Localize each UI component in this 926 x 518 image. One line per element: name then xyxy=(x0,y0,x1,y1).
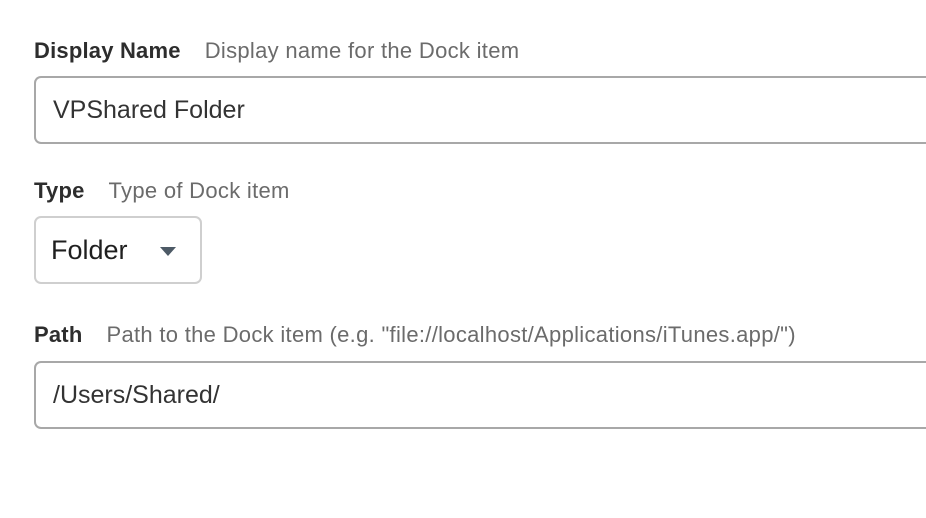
path-input[interactable] xyxy=(34,361,926,429)
path-label: Path xyxy=(34,322,83,347)
display-name-input[interactable] xyxy=(34,76,926,144)
path-description: Path to the Dock item (e.g. "file://loca… xyxy=(106,322,796,347)
display-name-label-row: Display Name Display name for the Dock i… xyxy=(34,38,519,64)
display-name-label: Display Name xyxy=(34,38,181,63)
type-select[interactable]: Folder xyxy=(34,216,202,284)
display-name-description: Display name for the Dock item xyxy=(204,38,520,63)
type-label-row: Type Type of Dock item xyxy=(34,178,290,204)
chevron-down-icon xyxy=(160,247,176,256)
type-selected-value: Folder xyxy=(51,234,128,265)
type-label: Type xyxy=(34,178,85,203)
type-description: Type of Dock item xyxy=(108,178,290,203)
path-label-row: Path Path to the Dock item (e.g. "file:/… xyxy=(34,322,796,348)
